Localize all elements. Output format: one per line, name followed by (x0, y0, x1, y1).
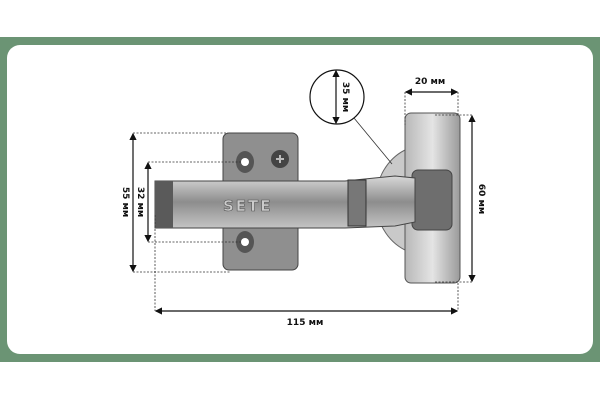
dim-115-label: 115 мм (287, 318, 324, 328)
dim-55-label: 55 мм (120, 187, 130, 217)
dim-35-label: 35 мм (340, 82, 350, 112)
cup-callout-circle (309, 69, 365, 125)
dim-20-label: 20 мм (415, 77, 445, 87)
dim-60-label: 60 мм (476, 184, 486, 214)
hinge-arm (154, 175, 416, 229)
dim-32-label: 32 мм (135, 187, 145, 217)
brand-marking: SETE (223, 197, 273, 215)
